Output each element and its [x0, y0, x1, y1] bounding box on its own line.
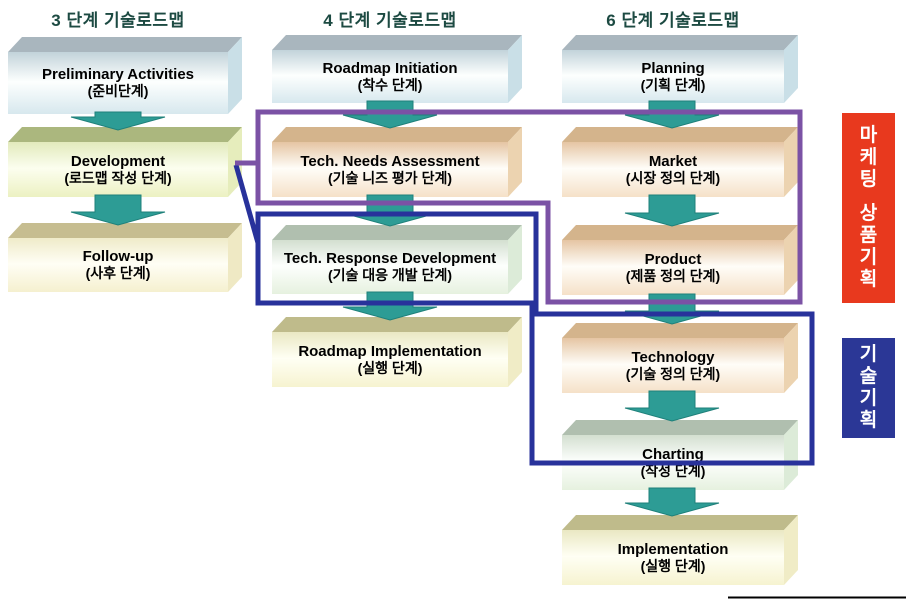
- box-subtitle: (로드맵 작성 단계): [64, 169, 172, 186]
- box-subtitle: (착수 단계): [357, 76, 423, 93]
- box-top-face: [272, 317, 522, 332]
- box-title: Charting: [642, 445, 704, 463]
- box-subtitle: (준비단계): [87, 83, 149, 99]
- box-top-face: [562, 127, 798, 142]
- arrow-icon: [624, 100, 720, 129]
- box-subtitle: (실행 단계): [640, 557, 706, 574]
- arrow-icon: [624, 194, 720, 227]
- box-title: Market: [648, 152, 698, 170]
- box-front-face: Follow-up (사후 단계): [8, 238, 228, 292]
- column-title-3stage: 3 단계 기술로드맵: [51, 11, 185, 30]
- box-follow-up: Follow-up (사후 단계): [8, 238, 228, 292]
- box-tech-response-development: Tech. Response Development (기술 대응 개발 단계): [272, 240, 508, 294]
- box-roadmap-initiation: Roadmap Initiation (착수 단계): [272, 50, 508, 103]
- arrow-icon: [342, 291, 438, 321]
- box-title: Product: [644, 250, 702, 268]
- arrow-icon: [624, 293, 720, 325]
- box-front-face: Market (시장 정의 단계): [562, 142, 784, 197]
- box-preliminary-activities: Preliminary Activities (준비단계): [8, 52, 228, 114]
- box-front-face: Tech. Needs Assessment (기술 니즈 평가 단계): [272, 142, 508, 197]
- arrow-icon: [342, 194, 438, 227]
- box-top-face: [562, 225, 798, 240]
- column-title-6stage: 6 단계 기술로드맵: [606, 11, 740, 30]
- arrow-icon: [624, 487, 720, 517]
- box-top-face: [562, 323, 798, 338]
- box-top-face: [8, 127, 242, 142]
- box-top-face: [562, 35, 798, 50]
- box-front-face: Planning (기획 단계): [562, 50, 784, 103]
- box-planning: Planning (기획 단계): [562, 50, 784, 103]
- box-title: Preliminary Activities: [41, 66, 194, 83]
- box-charting: Charting (작성 단계): [562, 435, 784, 490]
- box-side-face: [228, 37, 242, 114]
- box-subtitle: (기술 니즈 평가 단계): [327, 169, 453, 186]
- box-tech-needs-assessment: Tech. Needs Assessment (기술 니즈 평가 단계): [272, 142, 508, 197]
- box-technology: Technology (기술 정의 단계): [562, 338, 784, 393]
- box-title: Roadmap Implementation: [298, 342, 482, 360]
- box-front-face: Charting (작성 단계): [562, 435, 784, 490]
- box-front-face: Implementation (실행 단계): [562, 530, 784, 585]
- box-title: Planning: [641, 59, 705, 77]
- box-front-face: Development (로드맵 작성 단계): [8, 142, 228, 197]
- box-title: Roadmap Initiation: [322, 59, 458, 77]
- box-title: Technology: [631, 348, 715, 366]
- box-product: Product (제품 정의 단계): [562, 240, 784, 295]
- box-development: Development (로드맵 작성 단계): [8, 142, 228, 197]
- box-front-face: Preliminary Activities (준비단계): [8, 52, 228, 114]
- box-top-face: [272, 127, 522, 142]
- box-title: Follow-up: [82, 248, 154, 265]
- box-subtitle: (시장 정의 단계): [625, 169, 721, 186]
- box-roadmap-implementation: Roadmap Implementation (실행 단계): [272, 332, 508, 387]
- box-side-face: [784, 35, 798, 103]
- box-title: Tech. Needs Assessment: [300, 152, 480, 170]
- box-side-face: [508, 35, 522, 103]
- box-top-face: [8, 223, 242, 238]
- column-title-4stage: 4 단계 기술로드맵: [323, 11, 457, 30]
- box-front-face: Technology (기술 정의 단계): [562, 338, 784, 393]
- arrow-icon: [624, 390, 720, 422]
- arrow-icon: [342, 100, 438, 129]
- box-subtitle: (사후 단계): [85, 265, 151, 281]
- box-implementation: Implementation (실행 단계): [562, 530, 784, 585]
- box-subtitle: (기술 대응 개발 단계): [327, 267, 453, 283]
- box-subtitle: (기획 단계): [640, 76, 706, 93]
- box-subtitle: (기술 정의 단계): [625, 365, 721, 382]
- box-front-face: Product (제품 정의 단계): [562, 240, 784, 295]
- box-top-face: [562, 515, 798, 530]
- box-subtitle: (실행 단계): [357, 359, 423, 376]
- box-subtitle: (제품 정의 단계): [625, 267, 721, 284]
- box-top-face: [562, 420, 798, 435]
- box-side-face: [784, 515, 798, 585]
- box-front-face: Tech. Response Development (기술 대응 개발 단계): [272, 240, 508, 294]
- box-title: Tech. Response Development: [283, 250, 497, 267]
- arrow-icon: [70, 194, 166, 226]
- box-title: Development: [70, 152, 166, 170]
- box-subtitle: (작성 단계): [640, 462, 706, 479]
- box-title: Implementation: [617, 540, 729, 558]
- box-top-face: [8, 37, 242, 52]
- box-front-face: Roadmap Implementation (실행 단계): [272, 332, 508, 387]
- box-top-face: [272, 35, 522, 50]
- box-market: Market (시장 정의 단계): [562, 142, 784, 197]
- box-top-face: [272, 225, 522, 240]
- box-front-face: Roadmap Initiation (착수 단계): [272, 50, 508, 103]
